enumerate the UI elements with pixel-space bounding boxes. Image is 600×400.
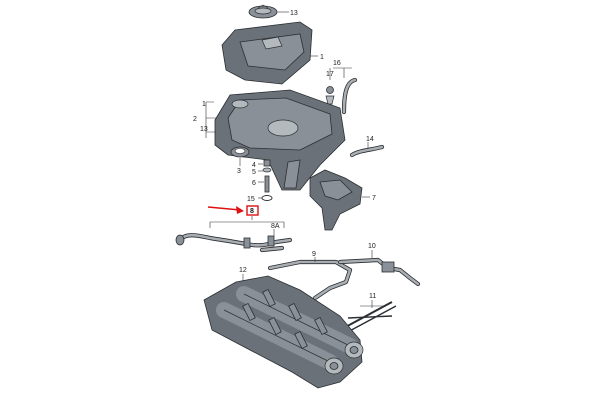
callout-8a: 8A — [271, 223, 280, 230]
callout-8-highlight-box — [246, 205, 259, 216]
callout-6: 6 — [252, 180, 256, 187]
callout-13-top: 13 — [290, 10, 298, 17]
callout-13-side: 13 — [200, 126, 208, 133]
pointer-arrow — [207, 206, 244, 214]
callout-3: 3 — [237, 168, 241, 175]
leader-2-bracket — [205, 101, 216, 138]
part-11-rods — [339, 301, 397, 335]
callout-14: 14 — [366, 136, 374, 143]
callout-1-top: 1 — [320, 54, 324, 61]
part-17-clip — [325, 86, 335, 105]
callout-12: 12 — [239, 267, 247, 274]
part-8a-hose — [259, 245, 285, 253]
part-5-washer — [262, 167, 272, 173]
part-4-nut — [263, 159, 271, 167]
callout-8: 8 — [250, 208, 254, 215]
part-15-oring — [261, 195, 273, 201]
part-13-cap — [248, 4, 278, 19]
leader-11 — [360, 300, 384, 308]
part-3-grommet — [230, 146, 250, 158]
callout-11: 11 — [369, 293, 376, 300]
part-8-breather-hose — [175, 233, 293, 249]
callout-17: 17 — [326, 71, 334, 78]
part-2-cover-assembly — [214, 89, 346, 191]
part-10-pipe — [337, 257, 421, 287]
part-12-cylinder-head — [203, 275, 364, 389]
callout-4: 4 — [252, 162, 256, 169]
callout-7: 7 — [372, 195, 376, 202]
part-14-pipe — [349, 144, 385, 158]
callout-9: 9 — [312, 251, 316, 258]
callout-5: 5 — [252, 169, 256, 176]
part-9-pipe — [267, 259, 353, 301]
callout-10: 10 — [368, 243, 376, 250]
part-6-stud — [264, 175, 270, 193]
part-1-engine-cover — [221, 21, 313, 85]
part-7-bracket — [309, 169, 363, 231]
callout-16: 16 — [333, 60, 341, 67]
leader-8-bracket — [209, 216, 285, 228]
leader-16 — [329, 67, 352, 80]
part-16-hose — [341, 77, 358, 115]
callout-2: 2 — [193, 116, 197, 123]
callout-1-side: 1 — [202, 101, 206, 108]
callout-15: 15 — [247, 196, 255, 203]
